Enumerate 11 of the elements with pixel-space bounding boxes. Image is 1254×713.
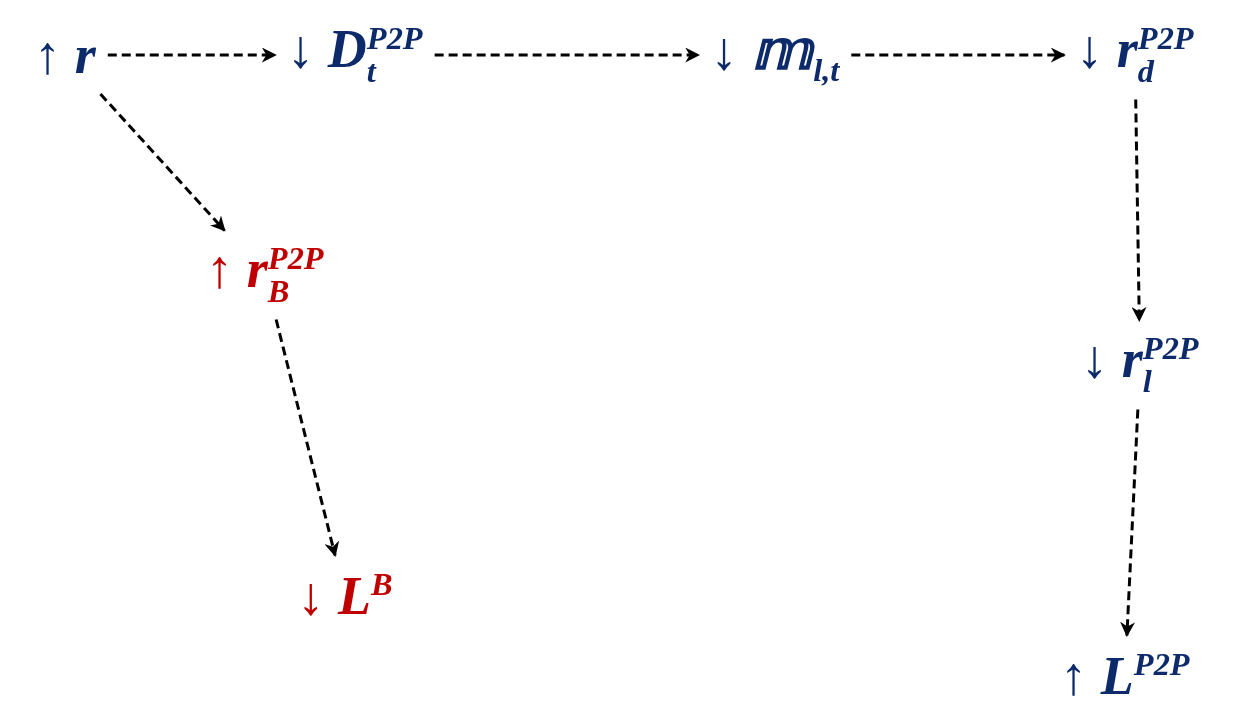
dashed-arrow <box>851 47 1066 63</box>
dashed-arrow <box>1131 99 1147 322</box>
dashed-arrow <box>274 319 340 557</box>
dashed-arrow <box>99 93 226 232</box>
dashed-arrow <box>434 47 701 63</box>
math-label: ↓ L$^{B}$ <box>297 567 393 623</box>
dashed-arrow <box>107 47 277 63</box>
math-label: ↓ 𝕞$_{l,t}$ <box>710 23 840 87</box>
math-label: ↑ r <box>34 28 96 82</box>
dashed-arrow <box>1120 409 1140 637</box>
math-label: ↑ L$^{P2P}$ <box>1060 647 1190 703</box>
